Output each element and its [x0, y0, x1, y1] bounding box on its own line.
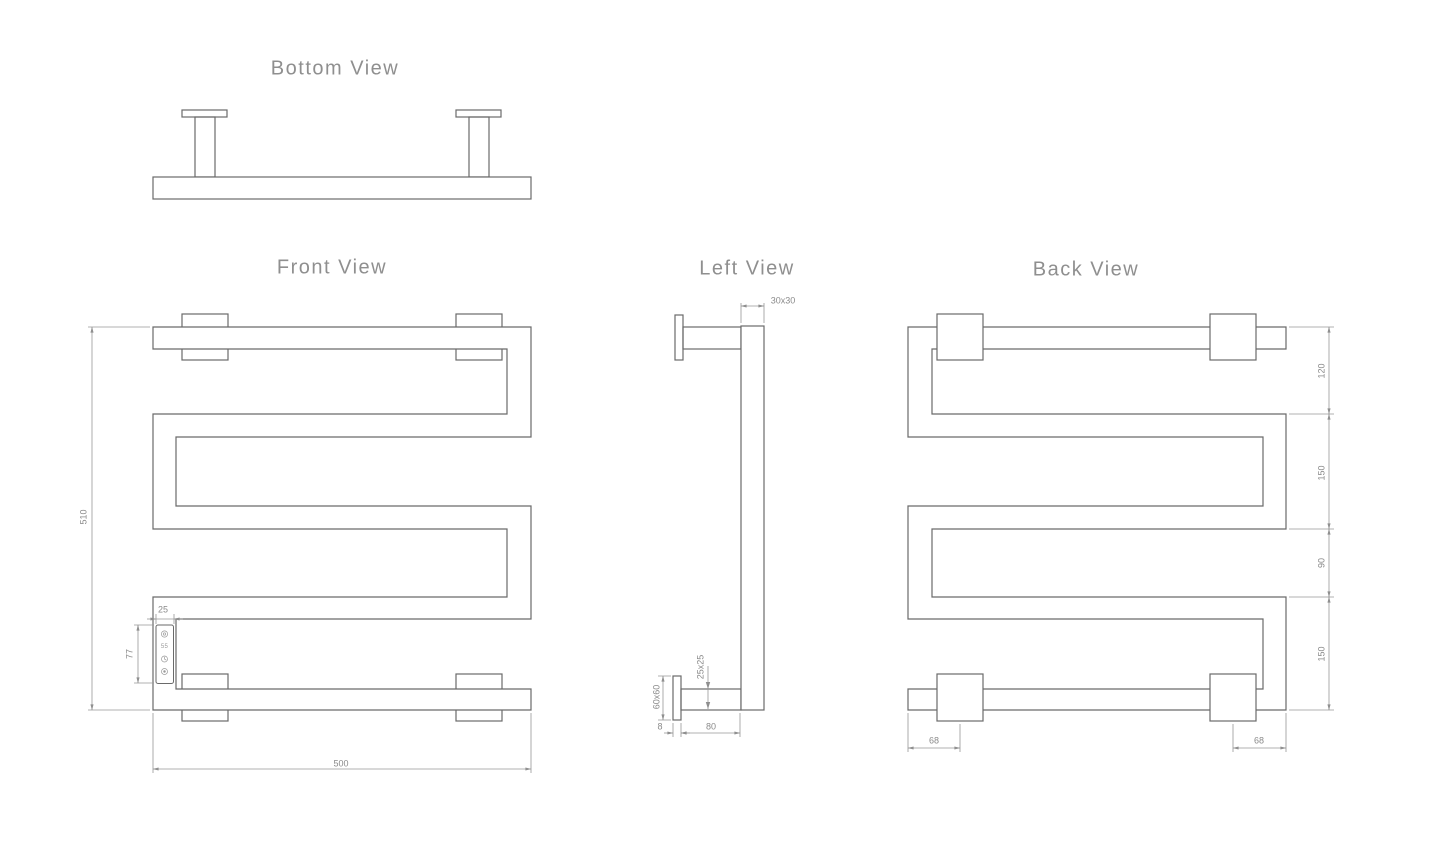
- dim-panel-height: 77: [124, 648, 135, 660]
- dim-bracket-offset-right: 68: [1253, 735, 1265, 746]
- temperature-icon: [163, 670, 166, 673]
- serpentine-tube-front: [152, 326, 532, 711]
- power-indicator-icon: [161, 630, 168, 638]
- wall-bracket-foot: [936, 313, 984, 361]
- dim-bracket-offset-left: 68: [928, 735, 940, 746]
- bottom-view-title: Bottom View: [270, 57, 400, 80]
- dim-panel-width: 25: [157, 604, 169, 615]
- back-view-title: Back View: [1032, 258, 1140, 281]
- dim-overall-width: 500: [333, 758, 349, 769]
- left-view-title: Left View: [699, 257, 795, 280]
- temperature-display: 55: [160, 643, 169, 650]
- dim-overall-height: 510: [78, 509, 89, 525]
- rail-tube-side-profile: [740, 325, 765, 711]
- control-panel: [155, 624, 174, 684]
- front-dimension-lines: [88, 326, 532, 773]
- dim-arm-section: 25x25: [695, 654, 706, 680]
- dim-plate-thickness: 8: [657, 721, 663, 732]
- timer-icon: [164, 656, 167, 661]
- timer-icon: [161, 655, 168, 663]
- dim-segment-3: 90: [1316, 557, 1327, 569]
- wall-bracket-foot: [936, 673, 984, 722]
- bottom-view-drawing: [152, 109, 532, 200]
- temperature-icon: [161, 668, 168, 675]
- wall-bracket-foot: [1209, 313, 1257, 361]
- dim-tube-section: 30x30: [770, 295, 796, 306]
- back-dimension-lines: [907, 326, 1334, 752]
- rail-tube-bottom-profile: [152, 176, 532, 200]
- serpentine-tube-back: [907, 326, 1287, 711]
- dim-segment-4: 150: [1316, 646, 1327, 662]
- back-view-drawing: [907, 313, 1287, 722]
- front-view-title: Front View: [276, 256, 388, 279]
- dim-segment-1: 120: [1316, 363, 1327, 379]
- left-dimension-lines: [658, 303, 765, 737]
- wall-bracket-foot: [1209, 673, 1257, 722]
- front-view-drawing: [152, 313, 532, 722]
- dim-segment-2: 150: [1316, 465, 1327, 481]
- power-indicator-icon: [162, 632, 167, 636]
- dim-wall-plate: 60x60: [651, 684, 662, 710]
- left-view-drawing: [672, 314, 765, 721]
- dim-arm-length: 80: [705, 721, 717, 732]
